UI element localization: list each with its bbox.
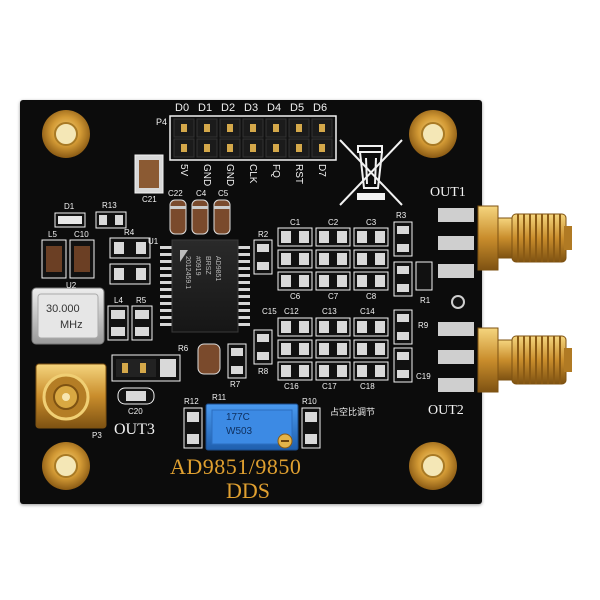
ref-d1: D1 [64,202,75,211]
chip-ref-u1: U1 [148,237,159,246]
header-label-gnd-1: GND [201,164,212,187]
ref-c4: C4 [196,189,207,198]
board-title: AD9851/9850 [170,454,302,479]
ref-r12: R12 [184,397,199,406]
ref-l5: L5 [48,230,57,239]
weee-recycle-icon [339,139,403,206]
ref-c20: C20 [128,407,143,416]
ref-r8: R8 [258,367,269,376]
ref-c5: C5 [218,189,229,198]
jumper-block [111,354,181,382]
chip-marking-line3: #0919 [194,256,201,276]
oscillator-frequency: 30.000 [46,303,80,315]
capacitor-c20 [117,387,155,405]
label-out1: OUT1 [430,185,466,200]
ref-c15: C15 [262,307,277,316]
label-out3: OUT3 [114,421,155,438]
ref-c16: C16 [284,382,299,391]
ref-p3: P3 [92,431,102,440]
header-label-rst: RST [293,164,304,184]
mounting-hole-top-right [409,110,457,158]
ref-c19: C19 [416,372,431,381]
ref-c7: C7 [328,292,339,301]
sma-connector-out3 [35,363,107,429]
trimpot-marking-1: 177C [226,412,250,423]
ref-r6: R6 [178,344,189,353]
ref-r13: R13 [102,201,117,210]
label-out2: OUT2 [428,403,464,418]
ref-r4: R4 [124,228,135,237]
header-label-d7: D7 [316,164,327,177]
ref-c18: C18 [360,382,375,391]
edge-pads-right [438,208,474,392]
ref-r3: R3 [396,211,407,220]
ref-c12: C12 [284,307,299,316]
resistors-r12-r10 [183,407,321,449]
smd-parts-left [41,211,153,341]
header-label-clk: CLK [247,164,258,184]
passive-array-upper [277,227,389,291]
header-label-d6: D6 [313,102,328,114]
ref-c21: C21 [142,195,157,204]
ref-l4: L4 [114,296,123,305]
header-ref-p4: P4 [156,117,168,127]
oscillator-30mhz [31,287,105,345]
sma-connector-out1 [477,205,572,271]
resistors-right [393,221,433,383]
ref-c6: C6 [290,292,301,301]
header-label-gnd-2: GND [224,164,235,187]
board-subtitle: DDS [226,478,271,503]
header-label-fq: FQ [270,164,281,178]
chip-marking-line2: BRSZ [204,256,211,275]
chip-marking-line1: AD9851 [214,256,221,282]
header-label-d2: D2 [221,102,236,114]
capacitor-group-top [169,199,231,235]
resistors-vertical-mid [197,239,273,379]
ref-c10: C10 [74,230,89,239]
chip-marking-line4: 2012459.1 [184,256,191,290]
trimpot-ref-r11: R11 [212,393,227,402]
mounting-hole-bottom-left [42,442,90,490]
ref-r10: R10 [302,397,317,406]
ref-r5: R5 [136,296,147,305]
header-label-d0: D0 [175,102,190,114]
ref-c1: C1 [290,218,301,227]
ref-r1: R1 [420,296,431,305]
header-label-d5: D5 [290,102,305,114]
ref-u2: U2 [66,281,77,290]
capacitor-c21 [134,154,164,194]
header-label-d4: D4 [267,102,282,114]
ref-c17: C17 [322,382,337,391]
ref-c14: C14 [360,307,375,316]
header-label-d3: D3 [244,102,259,114]
ref-r2: R2 [258,230,269,239]
sma-connector-out2 [477,327,572,393]
ref-r9: R9 [418,321,429,330]
ref-c22: C22 [168,189,183,198]
mounting-hole-top-left [42,110,90,158]
ref-c8: C8 [366,292,377,301]
passive-array-lower [277,317,389,381]
mounting-hole-bottom-right [409,442,457,490]
pin-header-p4 [169,115,337,161]
header-label-5v: 5V [178,164,189,177]
trimpot-marking-2: W503 [226,426,253,437]
chip-ad9851 [160,239,250,333]
ref-r7: R7 [230,380,241,389]
header-label-d1: D1 [198,102,213,114]
oscillator-unit: MHz [60,319,83,331]
ref-c13: C13 [322,307,337,316]
ref-c2: C2 [328,218,339,227]
trim-potentiometer-r11 [205,403,299,451]
pot-adjust-note: 占空比调节 [330,407,376,417]
ref-c3: C3 [366,218,377,227]
